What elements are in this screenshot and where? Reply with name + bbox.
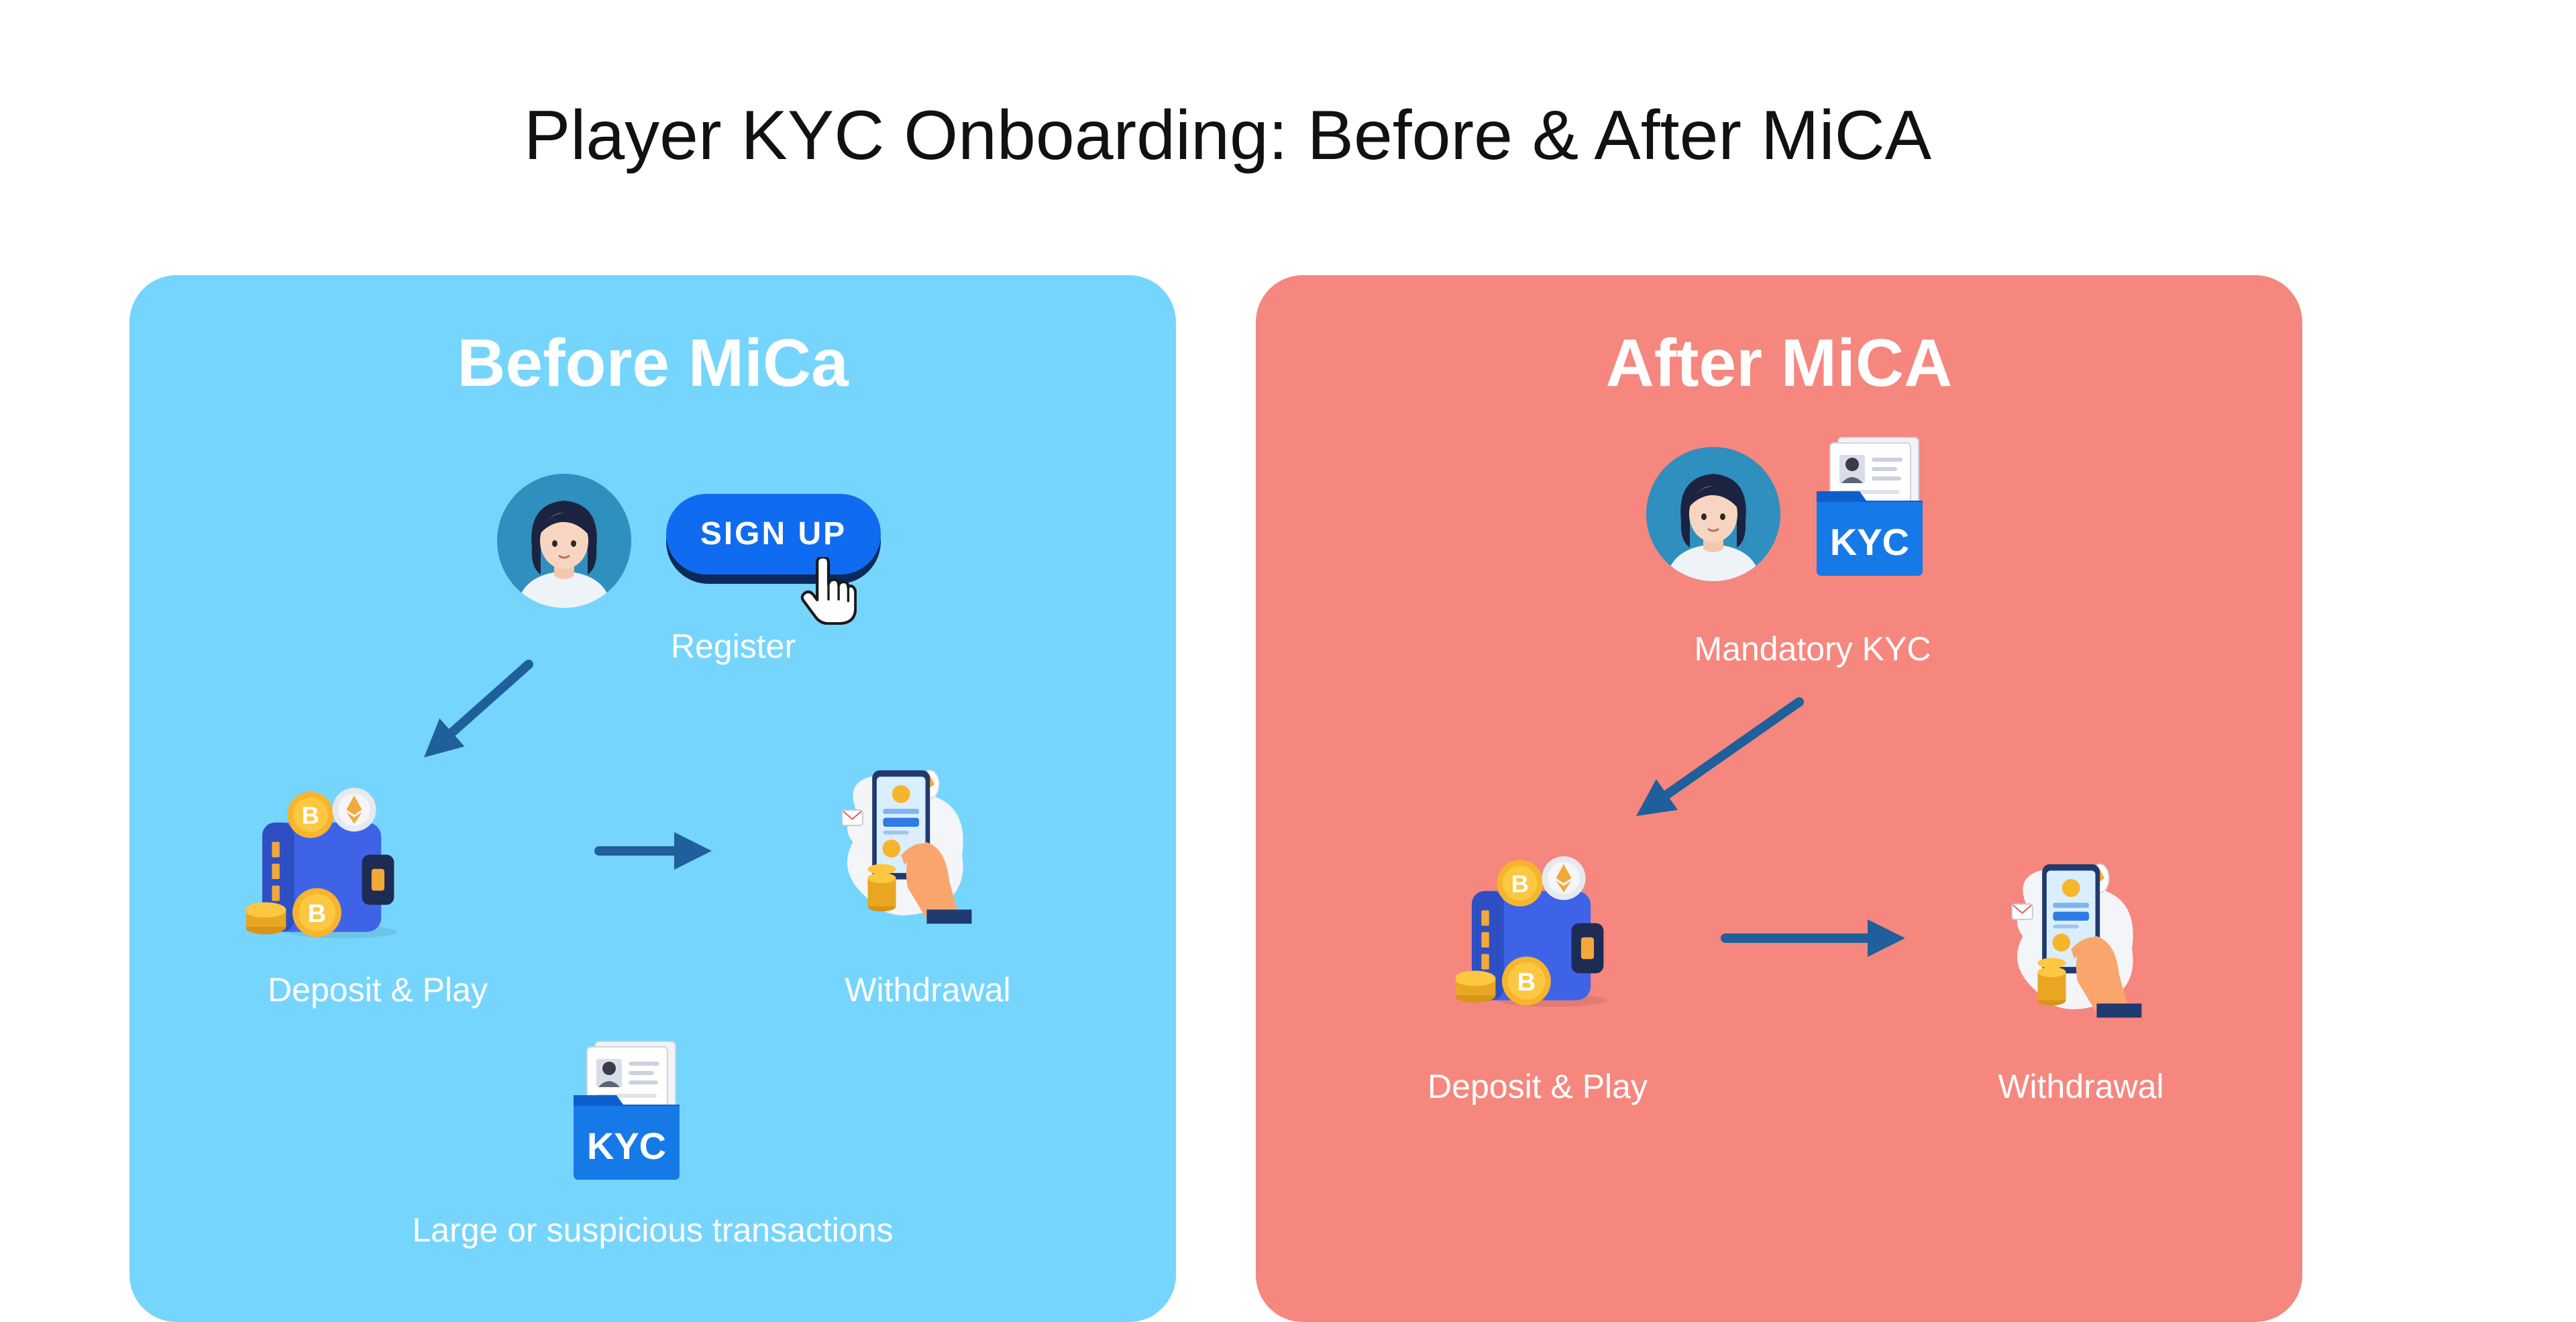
after-mica-panel: After MiCA KYC Mandatory KYC Deposit & P… bbox=[1256, 275, 2302, 1322]
before-deposit-label: Deposit & Play bbox=[268, 971, 488, 1009]
after-kyc-badge: KYC bbox=[1829, 521, 1910, 563]
phone-withdrawal-icon bbox=[830, 758, 978, 926]
before-flow-arrows bbox=[424, 660, 712, 870]
crypto-wallet-icon bbox=[1456, 852, 1610, 1013]
kyc-folder-icon: KYC bbox=[570, 1040, 684, 1181]
phone-withdrawal-icon bbox=[2000, 852, 2148, 1020]
after-deposit-label: Deposit & Play bbox=[1428, 1068, 1648, 1105]
before-kyc-label: Large or suspicious transactions bbox=[412, 1211, 894, 1249]
kyc-to-deposit-arrow bbox=[1636, 697, 1804, 817]
after-kyc-label: Mandatory KYC bbox=[1694, 630, 1931, 668]
after-flow-arrows bbox=[1636, 697, 1905, 957]
kyc-folder-icon: KYC bbox=[1813, 436, 1927, 577]
after-withdrawal-label: Withdrawal bbox=[1998, 1068, 2164, 1105]
crypto-wallet-icon bbox=[246, 784, 400, 945]
page-title: Player KYC Onboarding: Before & After Mi… bbox=[523, 97, 1932, 174]
before-kyc-badge: KYC bbox=[586, 1125, 667, 1167]
register-to-deposit-arrow bbox=[424, 660, 533, 758]
before-mica-panel: Before MiCa SIGN UP Register Deposit & P… bbox=[129, 275, 1176, 1322]
signup-button-label: SIGN UP bbox=[666, 494, 881, 574]
after-heading: After MiCA bbox=[1605, 325, 1953, 401]
before-withdrawal-label: Withdrawal bbox=[845, 971, 1011, 1009]
signup-button[interactable]: SIGN UP bbox=[666, 494, 883, 584]
before-heading: Before MiCa bbox=[457, 325, 849, 401]
register-label: Register bbox=[670, 627, 796, 665]
